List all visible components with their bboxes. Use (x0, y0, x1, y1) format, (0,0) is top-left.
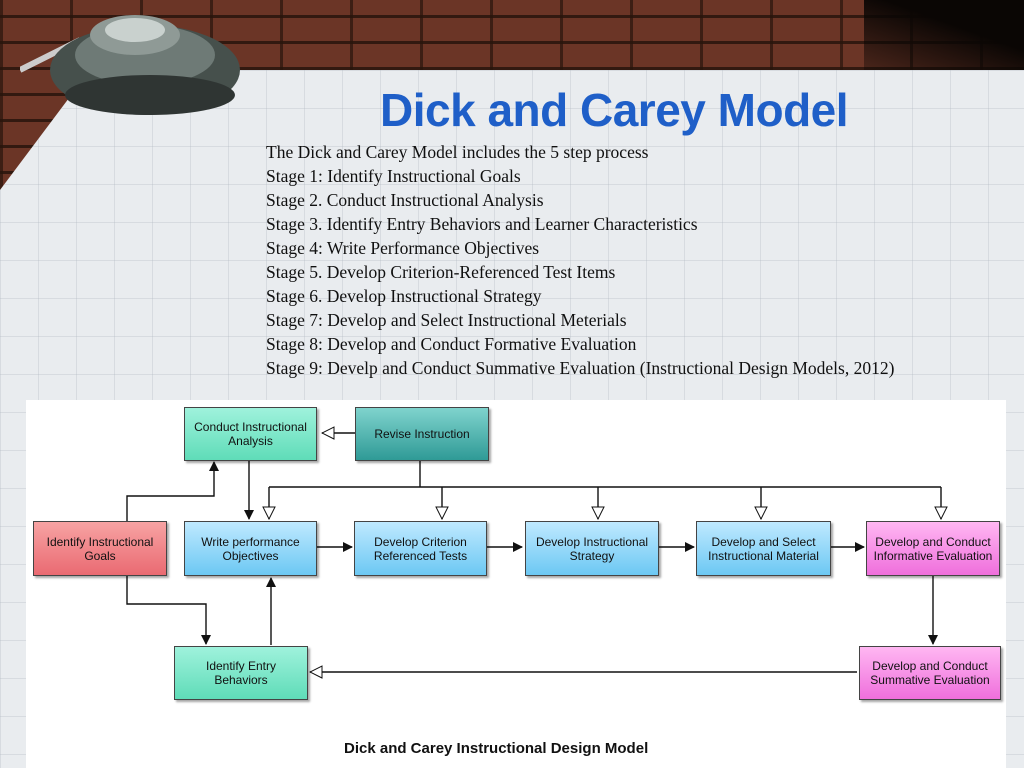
intro-line: The Dick and Carey Model includes the 5 … (266, 142, 649, 162)
stage-line: Stage 3. Identify Entry Behaviors and Le… (266, 214, 698, 234)
stage-line: Stage 7: Develop and Select Instructiona… (266, 310, 627, 330)
node-formative-evaluation: Develop and Conduct Informative Evaluati… (866, 521, 1000, 576)
node-instructional-strategy: Develop Instructional Strategy (525, 521, 659, 576)
node-write-objectives: Write performance Objectives (184, 521, 317, 576)
node-criterion-tests: Develop Criterion Referenced Tests (354, 521, 487, 576)
stage-line: Stage 2. Conduct Instructional Analysis (266, 190, 544, 210)
stage-line: Stage 8: Develop and Conduct Formative E… (266, 334, 637, 354)
node-conduct-analysis: Conduct Instructional Analysis (184, 407, 317, 461)
stage-line: Stage 6. Develop Instructional Strategy (266, 286, 542, 306)
node-entry-behaviors: Identify Entry Behaviors (174, 646, 308, 700)
diagram-caption: Dick and Carey Instructional Design Mode… (344, 740, 649, 757)
stage-line: Stage 5. Develop Criterion-Referenced Te… (266, 262, 616, 282)
stage-line: Stage 4: Write Performance Objectives (266, 238, 540, 258)
node-identify-goals: Identify Instructional Goals (33, 521, 167, 576)
dick-carey-diagram: Conduct Instructional Analysis Revise In… (26, 400, 1006, 768)
arrow-goals-to-analysis (126, 461, 219, 521)
desk-lamp-icon (20, 15, 240, 115)
diagram-connectors (126, 400, 1006, 768)
node-select-material: Develop and Select Instructional Materia… (696, 521, 831, 576)
node-revise-instruction: Revise Instruction (355, 407, 489, 461)
stage-line: Stage 1: Identify Instructional Goals (266, 166, 521, 186)
stage-line: Stage 9: Develp and Conduct Summative Ev… (266, 358, 895, 378)
arrow-goals-to-entry (126, 575, 211, 645)
node-summative-evaluation: Develop and Conduct Summative Evaluation (859, 646, 1001, 700)
slide-title: Dick and Carey Model (380, 84, 849, 136)
stage-list: The Dick and Carey Model includes the 5 … (266, 140, 894, 380)
